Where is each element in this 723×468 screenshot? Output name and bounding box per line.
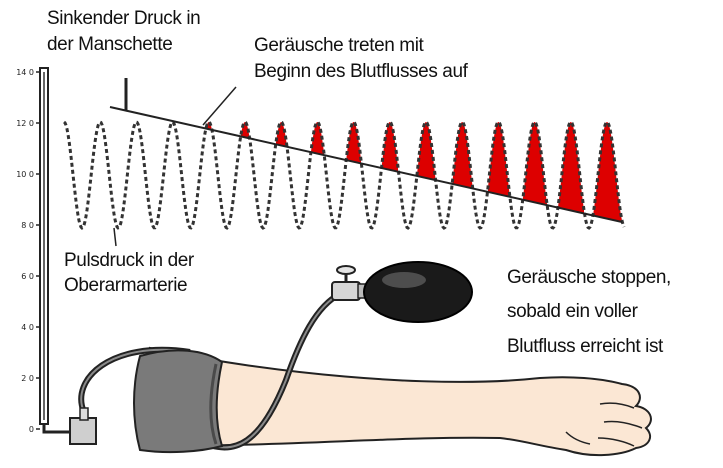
waveform-group [64, 107, 624, 228]
gauge-tick-label: 10 0 [16, 170, 34, 179]
cuff-pressure-label-1: Sinkender Druck in [47, 6, 200, 32]
gauge-tick-label: 8 0 [21, 221, 34, 230]
gauge-tick-label: 6 0 [21, 272, 34, 281]
korotkoff-sound-fill [347, 122, 362, 163]
gauge-tick-label: 12 0 [16, 119, 34, 128]
pulse-pressure-label-1: Pulsdruck in der [64, 248, 194, 274]
sounds-stop-label-1: Geräusche stoppen, [507, 265, 671, 291]
cuff-pressure-line [110, 107, 622, 222]
gauge-connector [70, 408, 96, 444]
pulse-label-leader [114, 228, 116, 246]
gauge-tick-label: 14 0 [16, 68, 34, 77]
gauge-tick-label: 0 [29, 425, 34, 434]
blood-pressure-cuff [134, 350, 222, 452]
inflation-bulb [332, 262, 472, 322]
gauge-tick-label: 2 0 [21, 374, 34, 383]
sounds-start-leader [203, 87, 236, 125]
sounds-start-label-2: Beginn des Blutflusses auf [254, 59, 468, 85]
korotkoff-sound-fill [523, 122, 547, 205]
pulse-pressure-label-2: Oberarmarterie [64, 273, 187, 299]
pressure-gauge: 14 0 12 0 10 0 8 0 6 0 4 0 2 0 0 [16, 68, 70, 434]
cuff-pressure-label-2: der Manschette [47, 32, 172, 58]
korotkoff-sound-fill [453, 122, 473, 188]
gauge-tick-label: 4 0 [21, 323, 34, 332]
sounds-stop-label-3: Blutfluss erreicht ist [507, 334, 663, 360]
sounds-stop-label-2: sobald ein voller [507, 299, 638, 325]
sounds-start-label-1: Geräusche treten mit [254, 33, 423, 59]
